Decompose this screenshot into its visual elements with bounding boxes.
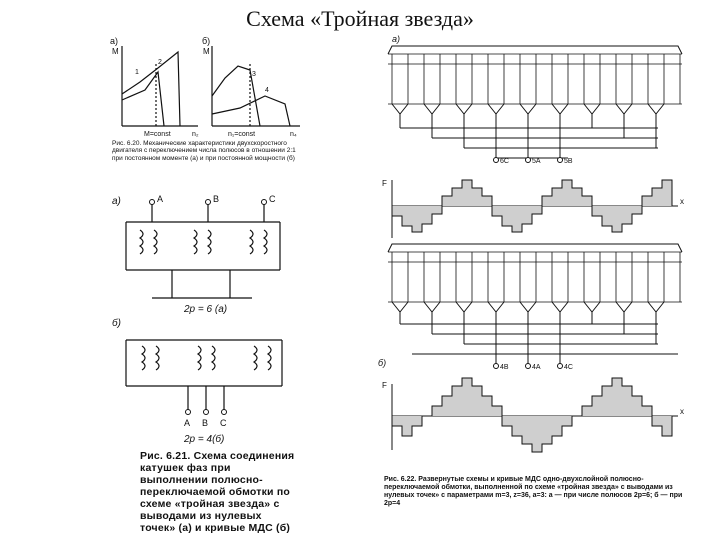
winding-a-coils xyxy=(387,45,683,159)
mmf-curve-a xyxy=(391,179,678,238)
x-axis-mid-b: n₁=const xyxy=(228,131,255,138)
scheme-a-label: а) xyxy=(112,196,121,207)
pole-count-a: 2p = 6 (а) xyxy=(183,304,227,315)
right-panel-a-label: а) xyxy=(392,34,400,44)
terminal-C: C xyxy=(269,194,276,204)
page-title: Схема «Тройная звезда» xyxy=(246,6,474,31)
terminal-B: B xyxy=(213,194,219,204)
terminal-A: A xyxy=(157,194,163,204)
mmf-axis-x-a: x xyxy=(680,197,684,206)
terminal-A-b: A xyxy=(184,418,190,428)
curve-label-1: 1 xyxy=(135,69,139,76)
terminal-6C: 6С xyxy=(500,158,509,165)
terminal-5B: 5В xyxy=(564,158,573,165)
mmf-axis-F-b: F xyxy=(382,381,387,390)
terminal-C-b: C xyxy=(220,418,227,428)
x-axis-end-a: n₂ xyxy=(192,131,199,138)
mmf-axis-x-b: x xyxy=(680,407,684,416)
terminal-4C: 4С xyxy=(564,364,573,371)
right-panel-b-label: б) xyxy=(378,358,386,368)
panel-a-label: а) xyxy=(110,36,118,46)
mechanical-caption: Рис. 6.20. Механические характеристики д… xyxy=(112,140,296,162)
terminal-4A: 4А xyxy=(532,364,541,371)
pole-count-b: 2p = 4(б) xyxy=(183,433,224,445)
winding-diagram-caption: Рис. 6.22. Развернутые схемы и кривые МД… xyxy=(384,476,683,508)
terminal-5A: 5А xyxy=(532,158,541,165)
curve-label-3: 3 xyxy=(252,71,256,78)
mechanical-characteristics-figure: а) M 1 2 M=const n₂ б) M 3 4 n₁=const n₄ xyxy=(110,36,300,138)
winding-diagram-figure: а) 6С 5А 5В F x б) 4В 4А 4С F x xyxy=(378,34,684,453)
mmf-curve-b xyxy=(391,377,678,453)
terminal-B-b: B xyxy=(202,418,208,428)
triple-star-caption: Рис. 6.21. Схема соединения катушек фаз … xyxy=(140,450,295,535)
curve-label-2: 2 xyxy=(158,59,162,66)
scheme-b-label: б) xyxy=(112,317,121,329)
triple-star-scheme: а) A B C 2p = 6 (а) б) A B C 2p = 4(б) xyxy=(112,194,283,445)
y-axis-label-a: M xyxy=(112,47,119,56)
winding-b-coils xyxy=(387,243,683,364)
phase-group-a-top xyxy=(125,204,281,299)
y-axis-label-b: M xyxy=(203,47,210,56)
mmf-axis-F-a: F xyxy=(382,179,387,188)
x-axis-mid-a: M=const xyxy=(144,131,171,138)
phase-group-b-bottom xyxy=(125,339,283,410)
terminal-4B: 4В xyxy=(500,364,509,371)
panel-b-label: б) xyxy=(202,36,210,46)
x-axis-end-b: n₄ xyxy=(290,131,297,138)
curve-label-4: 4 xyxy=(265,87,269,94)
